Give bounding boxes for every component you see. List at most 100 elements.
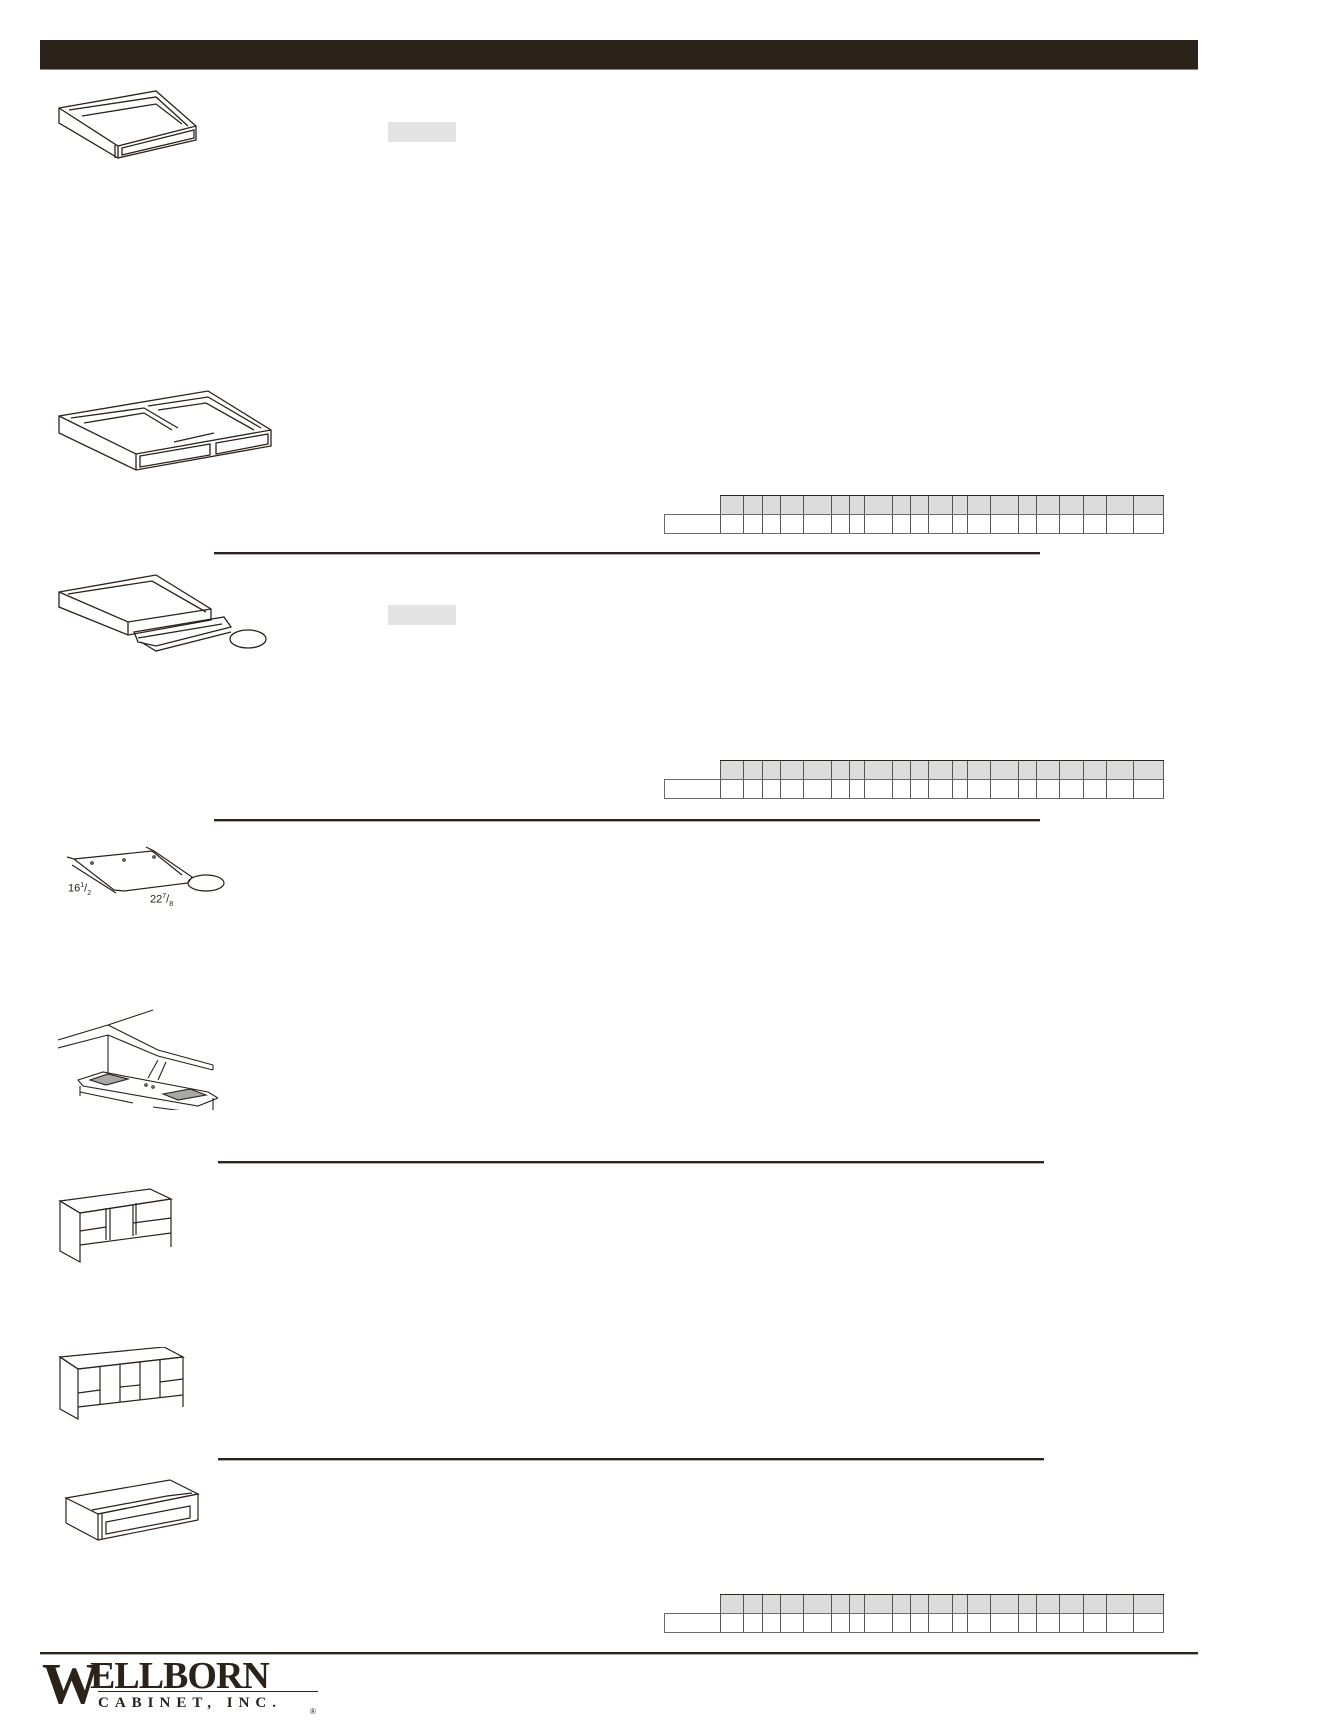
- row-cell: [1036, 1614, 1059, 1632]
- header-cell: [928, 1595, 952, 1614]
- row-cell: [892, 1614, 910, 1632]
- desk-hutch-three-opening-icon: [58, 1187, 178, 1267]
- row-cell: [1083, 515, 1106, 533]
- header-cell: [952, 1595, 967, 1614]
- header-cell: [1018, 1595, 1036, 1614]
- header-cell: [803, 761, 831, 780]
- row-cell: [743, 780, 762, 798]
- row-cell: [1106, 1614, 1133, 1632]
- header-cell: [743, 1595, 762, 1614]
- row-cell: [1059, 515, 1083, 533]
- wellborn-logo: W ELLBORN CABINET, INC. ®: [42, 1651, 332, 1716]
- header-cell: [952, 761, 967, 780]
- row-label: [664, 780, 720, 798]
- header-cell: [780, 1595, 803, 1614]
- row-cell: [803, 515, 831, 533]
- header-cell: [1059, 1595, 1083, 1614]
- header-cell: [720, 1595, 743, 1614]
- depth-dimension: 161/2: [68, 882, 92, 897]
- row-cell: [892, 780, 910, 798]
- row-cell: [762, 1614, 780, 1632]
- row-cell: [1018, 780, 1036, 798]
- header-cell: [910, 496, 928, 515]
- header-cell: [1059, 496, 1083, 515]
- row-cell: [1083, 780, 1106, 798]
- header-cell: [780, 761, 803, 780]
- header-cell: [720, 496, 743, 515]
- articulating-keyboard-tray-icon: [58, 1000, 218, 1110]
- header-band: [40, 40, 1198, 70]
- header-cell: [720, 761, 743, 780]
- header-cell: [928, 761, 952, 780]
- row-cell: [1018, 1614, 1036, 1632]
- header-cell: [831, 1595, 849, 1614]
- header-cell: [803, 1595, 831, 1614]
- header-cell: [967, 1595, 990, 1614]
- row-cell: [1083, 1614, 1106, 1632]
- width-frac-num: 7: [162, 893, 167, 900]
- header-cell: [1083, 761, 1106, 780]
- section-divider: [214, 819, 1040, 822]
- row-cell: [743, 1614, 762, 1632]
- header-cell: [762, 761, 780, 780]
- row-cell: [1133, 515, 1164, 533]
- header-cell: [1106, 761, 1133, 780]
- header-cell: [762, 496, 780, 515]
- price-grid: [664, 495, 1164, 535]
- header-cell: [967, 496, 990, 515]
- row-cell: [1059, 1614, 1083, 1632]
- section-divider: [214, 552, 1040, 555]
- depth-whole: 16: [68, 882, 81, 895]
- header-cell: [1036, 1595, 1059, 1614]
- width-whole: 22: [150, 893, 163, 906]
- row-cell: [864, 515, 892, 533]
- header-cell: [892, 496, 910, 515]
- price-grid-header: [720, 1594, 1164, 1614]
- row-cell: [743, 515, 762, 533]
- row-cell: [892, 515, 910, 533]
- row-cell: [952, 780, 967, 798]
- header-cell: [910, 1595, 928, 1614]
- label-box: [388, 605, 456, 625]
- row-cell: [910, 515, 928, 533]
- logo-subtitle: CABINET, INC.: [98, 1695, 282, 1711]
- header-cell: [831, 761, 849, 780]
- header-cell: [864, 1595, 892, 1614]
- header-cell: [892, 1595, 910, 1614]
- header-cell: [849, 496, 864, 515]
- header-cell: [743, 761, 762, 780]
- header-cell: [864, 496, 892, 515]
- header-cell: [1018, 761, 1036, 780]
- row-cell: [831, 1614, 849, 1632]
- row-cell: [910, 1614, 928, 1632]
- width-frac-den: 8: [169, 900, 174, 908]
- registered-mark: ®: [310, 1707, 316, 1716]
- row-cell: [1036, 515, 1059, 533]
- keyboard-slide-icon: 161/2 227/8: [64, 845, 234, 908]
- shallow-drawer-cabinet-icon: [62, 1478, 202, 1543]
- row-cell: [803, 780, 831, 798]
- row-cell: [762, 515, 780, 533]
- header-cell: [892, 761, 910, 780]
- desk-hutch-five-opening-icon: [58, 1347, 188, 1422]
- header-cell: [990, 1595, 1018, 1614]
- logo-initial: W: [42, 1651, 100, 1716]
- price-grid: [664, 760, 1164, 800]
- header-cell: [952, 496, 967, 515]
- row-cell: [720, 780, 743, 798]
- row-cell: [1106, 780, 1133, 798]
- width-dimension: 227/8: [150, 893, 174, 908]
- double-roll-out-tray-icon: [56, 388, 276, 473]
- header-cell: [1036, 761, 1059, 780]
- row-cell: [831, 515, 849, 533]
- row-cell: [967, 780, 990, 798]
- single-roll-out-tray-icon: [56, 88, 231, 163]
- header-cell: [780, 496, 803, 515]
- row-cell: [1018, 515, 1036, 533]
- row-cell: [1133, 780, 1164, 798]
- price-grid-header: [720, 495, 1164, 515]
- logo-underline: [98, 1691, 318, 1692]
- row-cell: [990, 515, 1018, 533]
- header-cell: [803, 496, 831, 515]
- header-cell: [743, 496, 762, 515]
